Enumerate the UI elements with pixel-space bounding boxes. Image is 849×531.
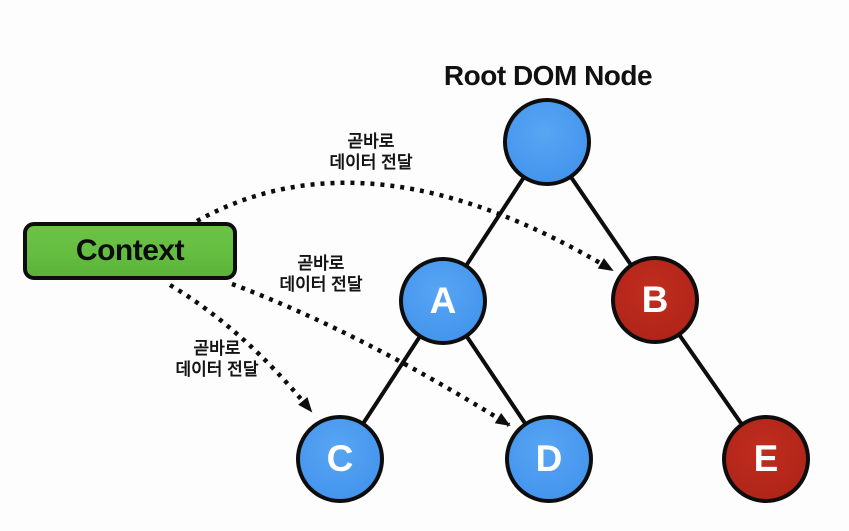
arrow-label-to-c: 곧바로 데이터 전달 xyxy=(176,338,259,380)
node-d-label: D xyxy=(535,438,563,479)
context-box-label: Context xyxy=(75,234,185,267)
arrow-label-to-d: 곧바로 데이터 전달 xyxy=(280,253,363,295)
node-root-dom xyxy=(503,98,591,186)
arrow-label-to-d-line1: 곧바로 xyxy=(297,254,345,273)
node-c-label: C xyxy=(326,438,354,479)
diagram-title: Root DOM Node xyxy=(443,60,653,91)
arrow-label-to-b: 곧바로 데이터 전달 xyxy=(330,131,413,173)
context-arrow-to-c xyxy=(168,283,313,413)
node-b-label: B xyxy=(641,279,669,320)
arrow-label-to-d-line2: 데이터 전달 xyxy=(279,275,363,294)
context-arrow-to-b xyxy=(195,180,614,272)
node-d: D xyxy=(505,415,593,503)
arrow-label-to-c-line2: 데이터 전달 xyxy=(175,360,259,379)
node-a: A xyxy=(399,257,487,345)
node-e: E xyxy=(722,415,810,503)
node-c: C xyxy=(296,415,384,503)
node-a-label: A xyxy=(429,280,457,321)
arrow-label-to-c-line1: 곧바로 xyxy=(193,339,241,358)
node-b: B xyxy=(611,256,699,344)
arrow-label-to-b-line2: 데이터 전달 xyxy=(329,153,413,172)
node-e-label: E xyxy=(753,438,779,479)
arrow-label-to-b-line1: 곧바로 xyxy=(347,132,395,151)
context-box: Context xyxy=(23,222,237,280)
